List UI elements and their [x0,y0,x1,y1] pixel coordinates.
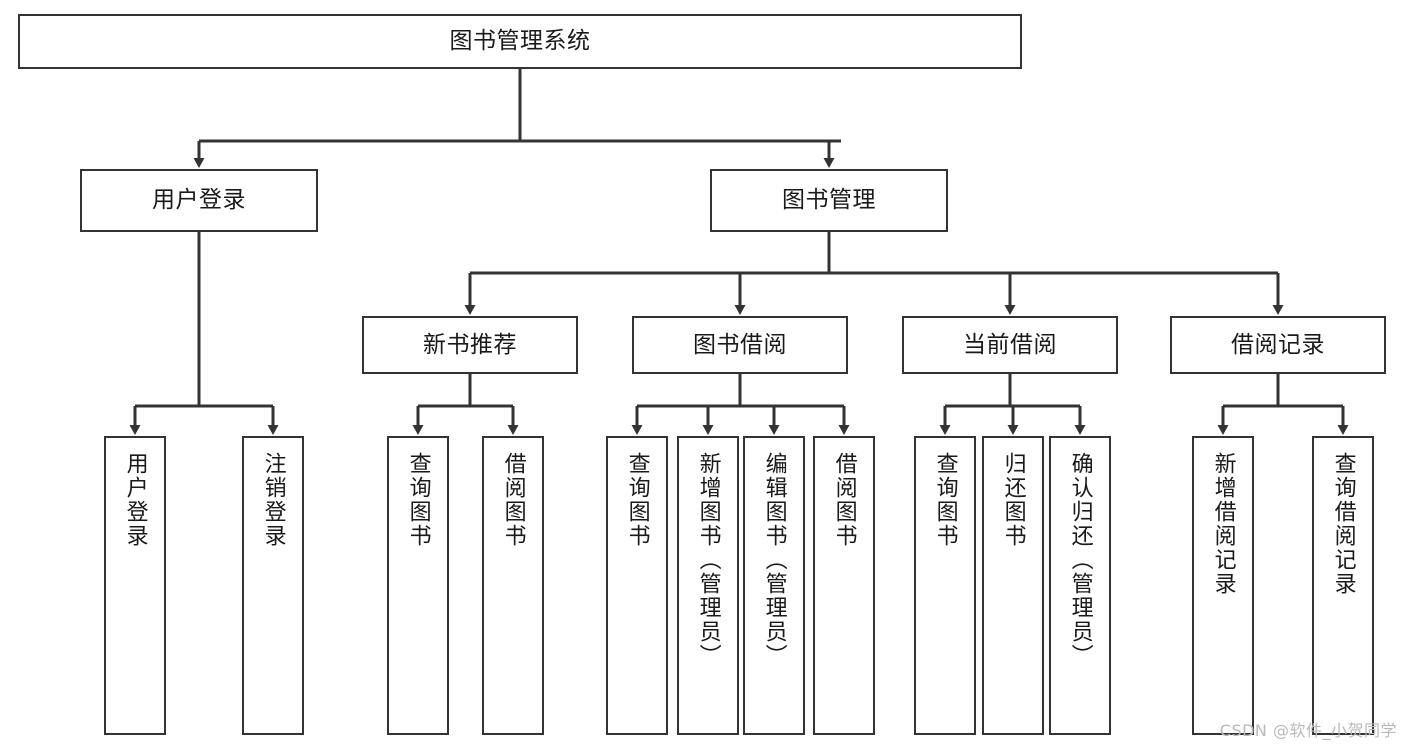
leaf-query-borrow-record-label: 查询借阅记录 [1330,452,1356,596]
leaf-lend-book-label: 借阅图书 [831,452,857,548]
leaf-user-login-label: 用户登录 [122,452,148,548]
watermark: CSDN @软件_小贺同学 [1219,721,1397,740]
leaf-return-book-label: 归还图书 [1000,452,1026,548]
leaf-query-book-newbook-label: 查询图书 [405,452,431,548]
node-current-borrow[interactable]: 当前借阅 [902,316,1118,374]
leaf-add-book-admin[interactable]: 新增图书（管理员） [677,436,739,735]
leaf-edit-book-admin-label: 编辑图书（管理员） [761,452,787,668]
leaf-add-borrow-record[interactable]: 新增借阅记录 [1192,436,1254,735]
leaf-query-book-borrow-label: 查询图书 [624,452,650,548]
leaf-return-book[interactable]: 归还图书 [982,436,1044,735]
leaf-borrow-book-newbook[interactable]: 借阅图书 [482,436,544,735]
leaf-add-borrow-record-label: 新增借阅记录 [1210,452,1236,596]
node-borrow-record[interactable]: 借阅记录 [1170,316,1386,374]
leaf-query-book-borrow[interactable]: 查询图书 [606,436,668,735]
leaf-edit-book-admin[interactable]: 编辑图书（管理员） [743,436,805,735]
leaf-query-book-current-label: 查询图书 [932,452,958,548]
leaf-user-login[interactable]: 用户登录 [104,436,166,735]
node-book-management[interactable]: 图书管理 [710,169,948,232]
leaf-query-book-current[interactable]: 查询图书 [914,436,976,735]
leaf-confirm-return-admin-label: 确认归还（管理员） [1067,452,1093,668]
leaf-logout-label: 注销登录 [260,452,286,548]
leaf-confirm-return-admin[interactable]: 确认归还（管理员） [1049,436,1111,735]
node-current-borrow-label: 当前借阅 [963,331,1057,358]
node-user-login-label: 用户登录 [152,187,246,214]
node-book-management-label: 图书管理 [782,187,876,214]
leaf-borrow-book-newbook-label: 借阅图书 [500,452,526,548]
leaf-add-book-admin-label: 新增图书（管理员） [695,452,721,668]
node-root[interactable]: 图书管理系统 [18,14,1022,69]
leaf-query-book-newbook[interactable]: 查询图书 [387,436,449,735]
leaf-logout[interactable]: 注销登录 [242,436,304,735]
node-book-borrow[interactable]: 图书借阅 [632,316,848,374]
node-root-label: 图书管理系统 [449,28,591,55]
node-user-login[interactable]: 用户登录 [80,169,318,232]
node-book-borrow-label: 图书借阅 [693,331,787,358]
node-new-book-recommend[interactable]: 新书推荐 [362,316,578,374]
leaf-lend-book[interactable]: 借阅图书 [813,436,875,735]
leaf-query-borrow-record[interactable]: 查询借阅记录 [1312,436,1374,735]
node-borrow-record-label: 借阅记录 [1231,331,1325,358]
node-new-book-recommend-label: 新书推荐 [423,331,517,358]
